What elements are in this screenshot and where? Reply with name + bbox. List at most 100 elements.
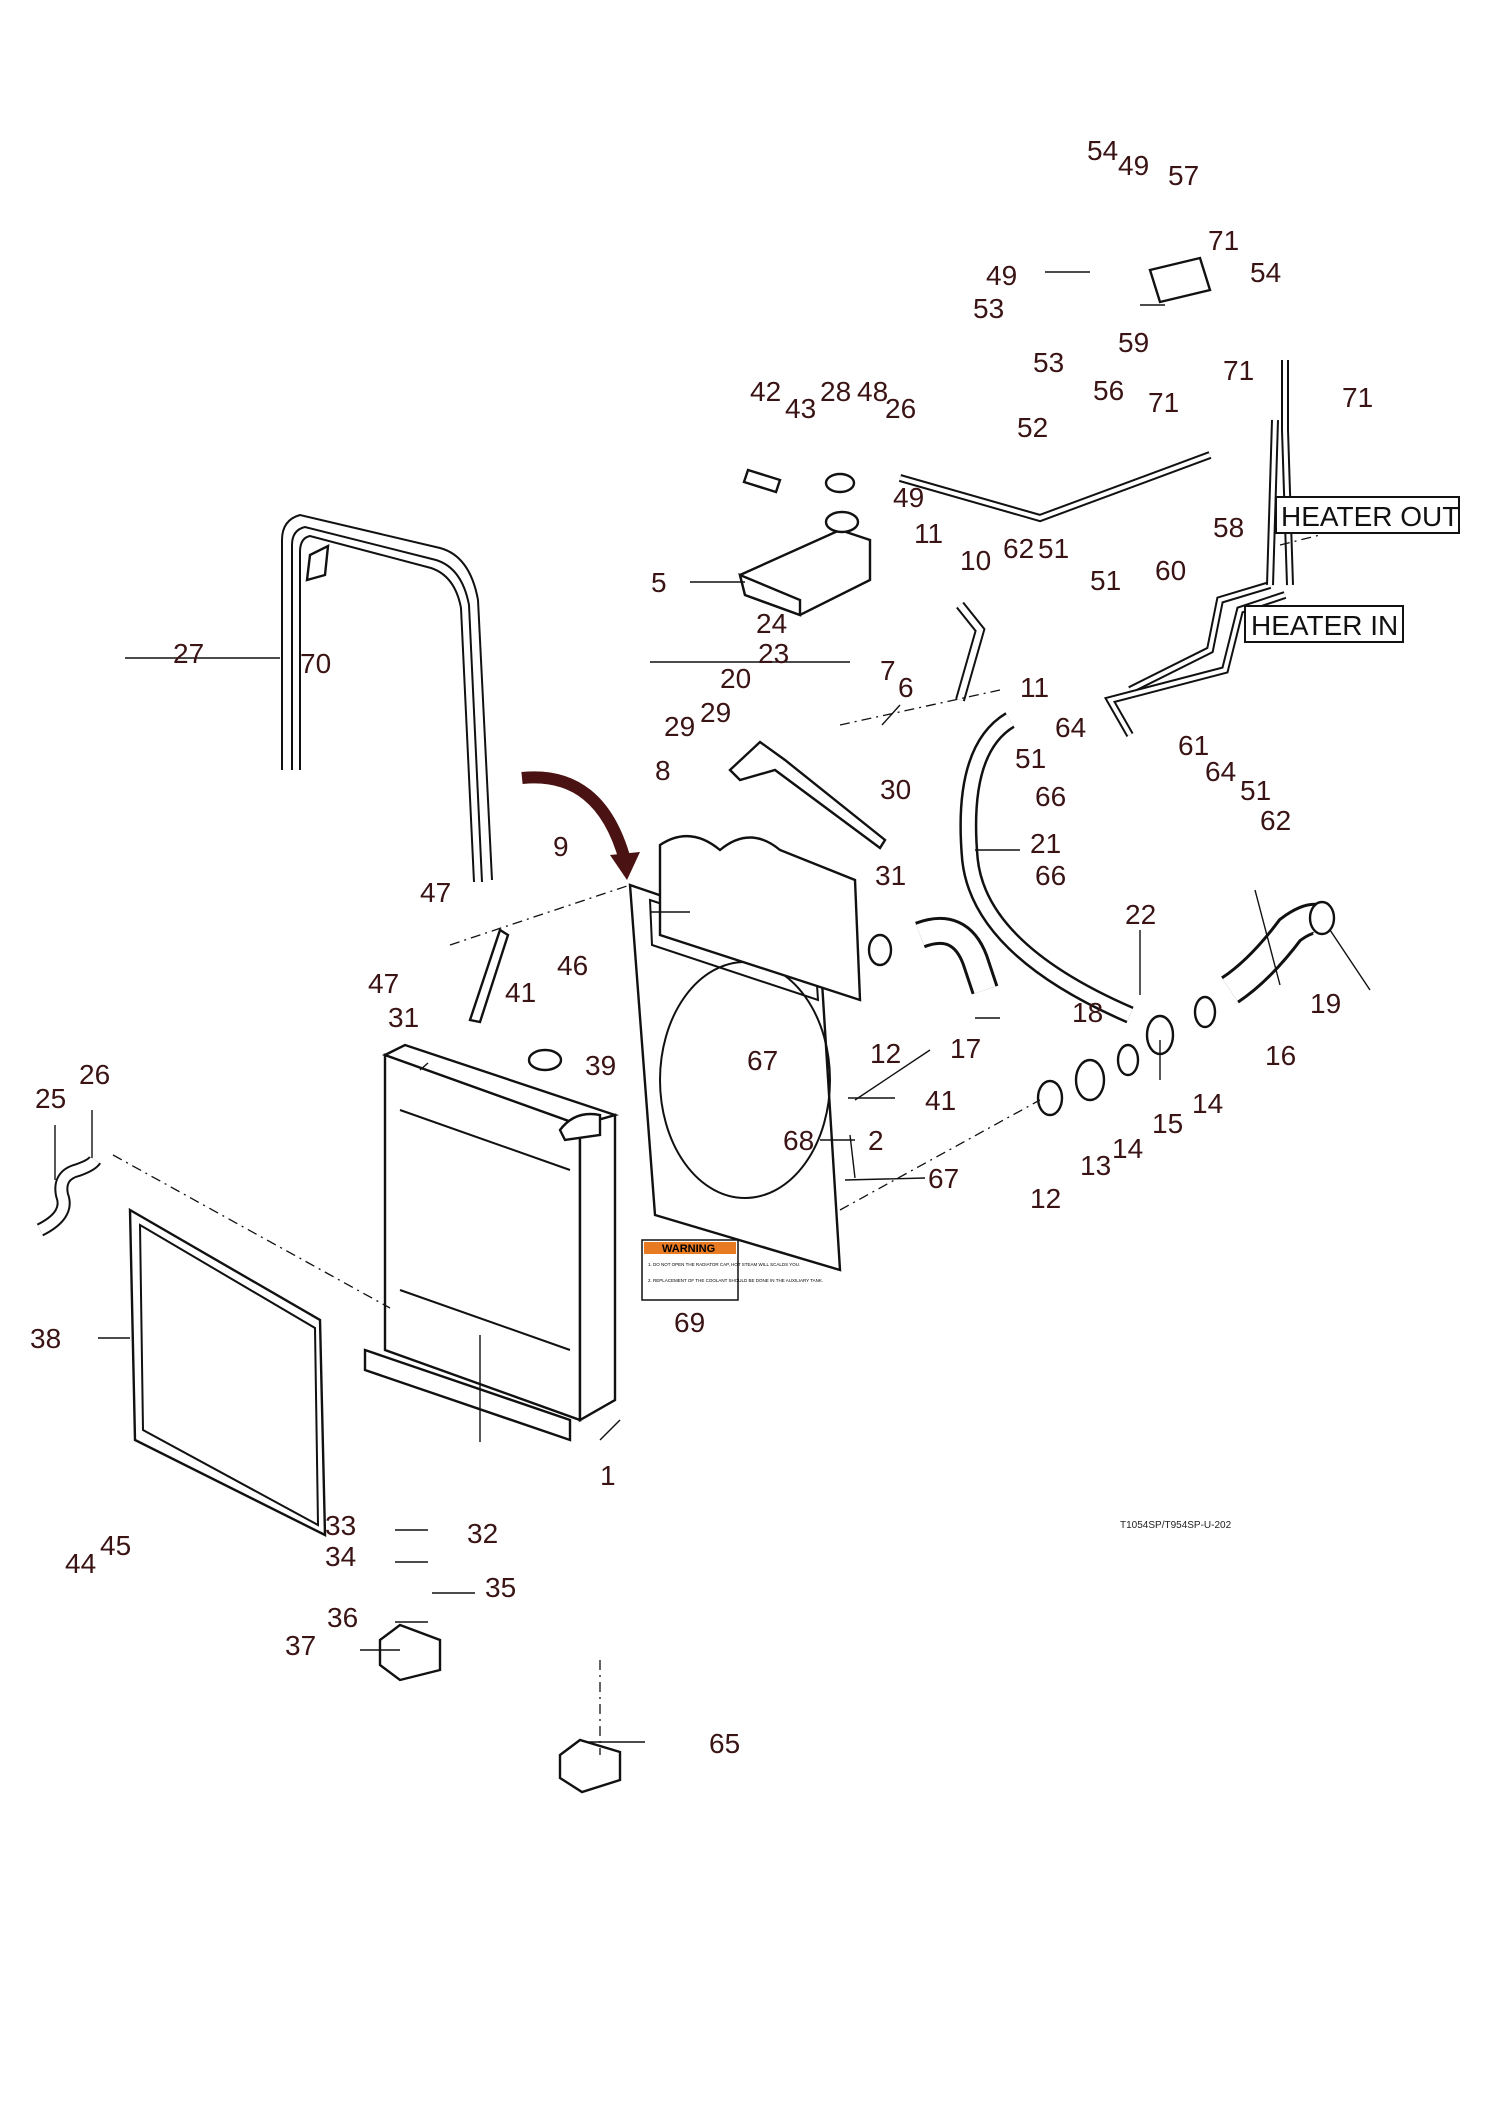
clamp-14a [1116,1043,1140,1077]
heater-valve [1148,256,1212,304]
callout-13: 13 [1080,1150,1111,1181]
screen-guard [128,1207,327,1537]
callout-6: 6 [898,672,914,703]
heater-in-box [1244,605,1404,643]
callout-20: 20 [720,663,751,694]
callout-9: 9 [553,831,569,862]
callout-39: 39 [585,1050,616,1081]
callout-47a: 47 [420,877,451,908]
callout-61: 61 [1178,730,1209,761]
callout-48: 48 [857,376,888,407]
callout-67a: 67 [747,1045,778,1076]
callout-49a: 49 [1118,150,1149,181]
callout-51b: 51 [1090,565,1121,596]
callout-60: 60 [1155,555,1186,586]
callout-23: 23 [758,638,789,669]
callout-10: 10 [960,545,991,576]
heater-out-label: HEATER OUT [1281,501,1459,532]
callout-71d: 71 [1342,382,1373,413]
callout-25: 25 [35,1083,66,1114]
callout-37: 37 [285,1630,316,1661]
callout-36: 36 [327,1602,358,1633]
install-arrow [521,771,631,862]
callout-18: 18 [1072,997,1103,1028]
callout-56: 56 [1093,375,1124,406]
callout-70: 70 [300,648,331,679]
callout-49b: 49 [986,260,1017,291]
mount-bracket-65 [558,1738,622,1794]
callout-11a: 11 [914,518,943,549]
callout-17: 17 [950,1033,981,1064]
leader-lines [54,271,1371,1743]
shroud-plate [658,834,862,1002]
drawing-id: T1054SP/T954SP-U-202 [1120,1520,1232,1531]
callout-62a: 62 [1003,533,1034,564]
clamp-14b [1193,995,1217,1029]
callout-57: 57 [1168,160,1199,191]
callout-54a: 54 [1087,135,1118,166]
callout-22: 22 [1125,899,1156,930]
callout-21: 21 [1030,828,1061,859]
callout-30: 30 [880,774,911,805]
callout-65: 65 [709,1728,740,1759]
callout-69: 69 [674,1307,705,1338]
bracket-30 [728,740,887,850]
warning-title: WARNING [662,1243,715,1255]
callout-33: 33 [325,1510,356,1541]
filler-tube [742,468,782,494]
callout-26b: 26 [885,393,916,424]
warning-line-2: 2. REPLACEMENT OF THE COOLANT SHOULD BE … [648,1278,823,1283]
callout-49c: 49 [893,482,924,513]
bracket-46 [468,928,510,1024]
reservoir-tank [738,472,872,617]
callout-51a: 51 [1038,533,1069,564]
callout-31b: 31 [875,860,906,891]
callout-71b: 71 [1223,355,1254,386]
callout-66a: 66 [1035,781,1066,812]
warning-decal: WARNING 1. DO NOT OPEN THE RADIATOR CAP,… [641,1239,823,1301]
callout-8: 8 [655,755,671,786]
callout-27: 27 [173,638,204,669]
seal-strip [281,513,493,883]
callout-64a: 64 [1055,712,1086,743]
heater-in-label: HEATER IN [1251,610,1398,641]
callout-47b: 47 [368,968,399,999]
callout-43: 43 [785,393,816,424]
heater-line-52 [898,451,1212,523]
callout-42: 42 [750,376,781,407]
callout-29a: 29 [664,711,695,742]
coupler-13 [1074,1058,1106,1102]
callout-12a: 12 [870,1038,901,1069]
callout-2: 2 [868,1125,884,1156]
callout-16: 16 [1265,1040,1296,1071]
callout-15: 15 [1152,1108,1183,1139]
callout-35: 35 [485,1572,516,1603]
callout-5: 5 [651,567,667,598]
callout-44: 44 [65,1548,96,1579]
callout-26a: 26 [79,1059,110,1090]
callout-66b: 66 [1035,860,1066,891]
callout-29b: 29 [700,697,731,728]
radiator [381,1043,620,1423]
callout-7: 7 [880,655,896,686]
callout-53a: 53 [973,293,1004,324]
callout-34: 34 [325,1541,356,1572]
install-arrow-head [610,852,640,880]
callout-59: 59 [1118,327,1149,358]
callout-28: 28 [820,376,851,407]
callout-53b: 53 [1033,347,1064,378]
callout-32: 32 [467,1518,498,1549]
callout-67b: 67 [928,1163,959,1194]
clamp-12 [1036,1079,1064,1117]
heater-out-box [1275,496,1460,534]
callout-54b: 54 [1250,257,1281,288]
callout-38: 38 [30,1323,61,1354]
callout-numbers: 1 2 5 6 7 8 9 10 11 11 12 12 13 14 14 15… [30,135,1373,1759]
callout-24: 24 [756,608,787,639]
callout-52: 52 [1017,412,1048,443]
callout-14a: 14 [1112,1133,1143,1164]
warning-line-1: 1. DO NOT OPEN THE RADIATOR CAP, HOT STE… [648,1262,800,1267]
callout-58: 58 [1213,512,1244,543]
clamp-12b [867,933,893,967]
